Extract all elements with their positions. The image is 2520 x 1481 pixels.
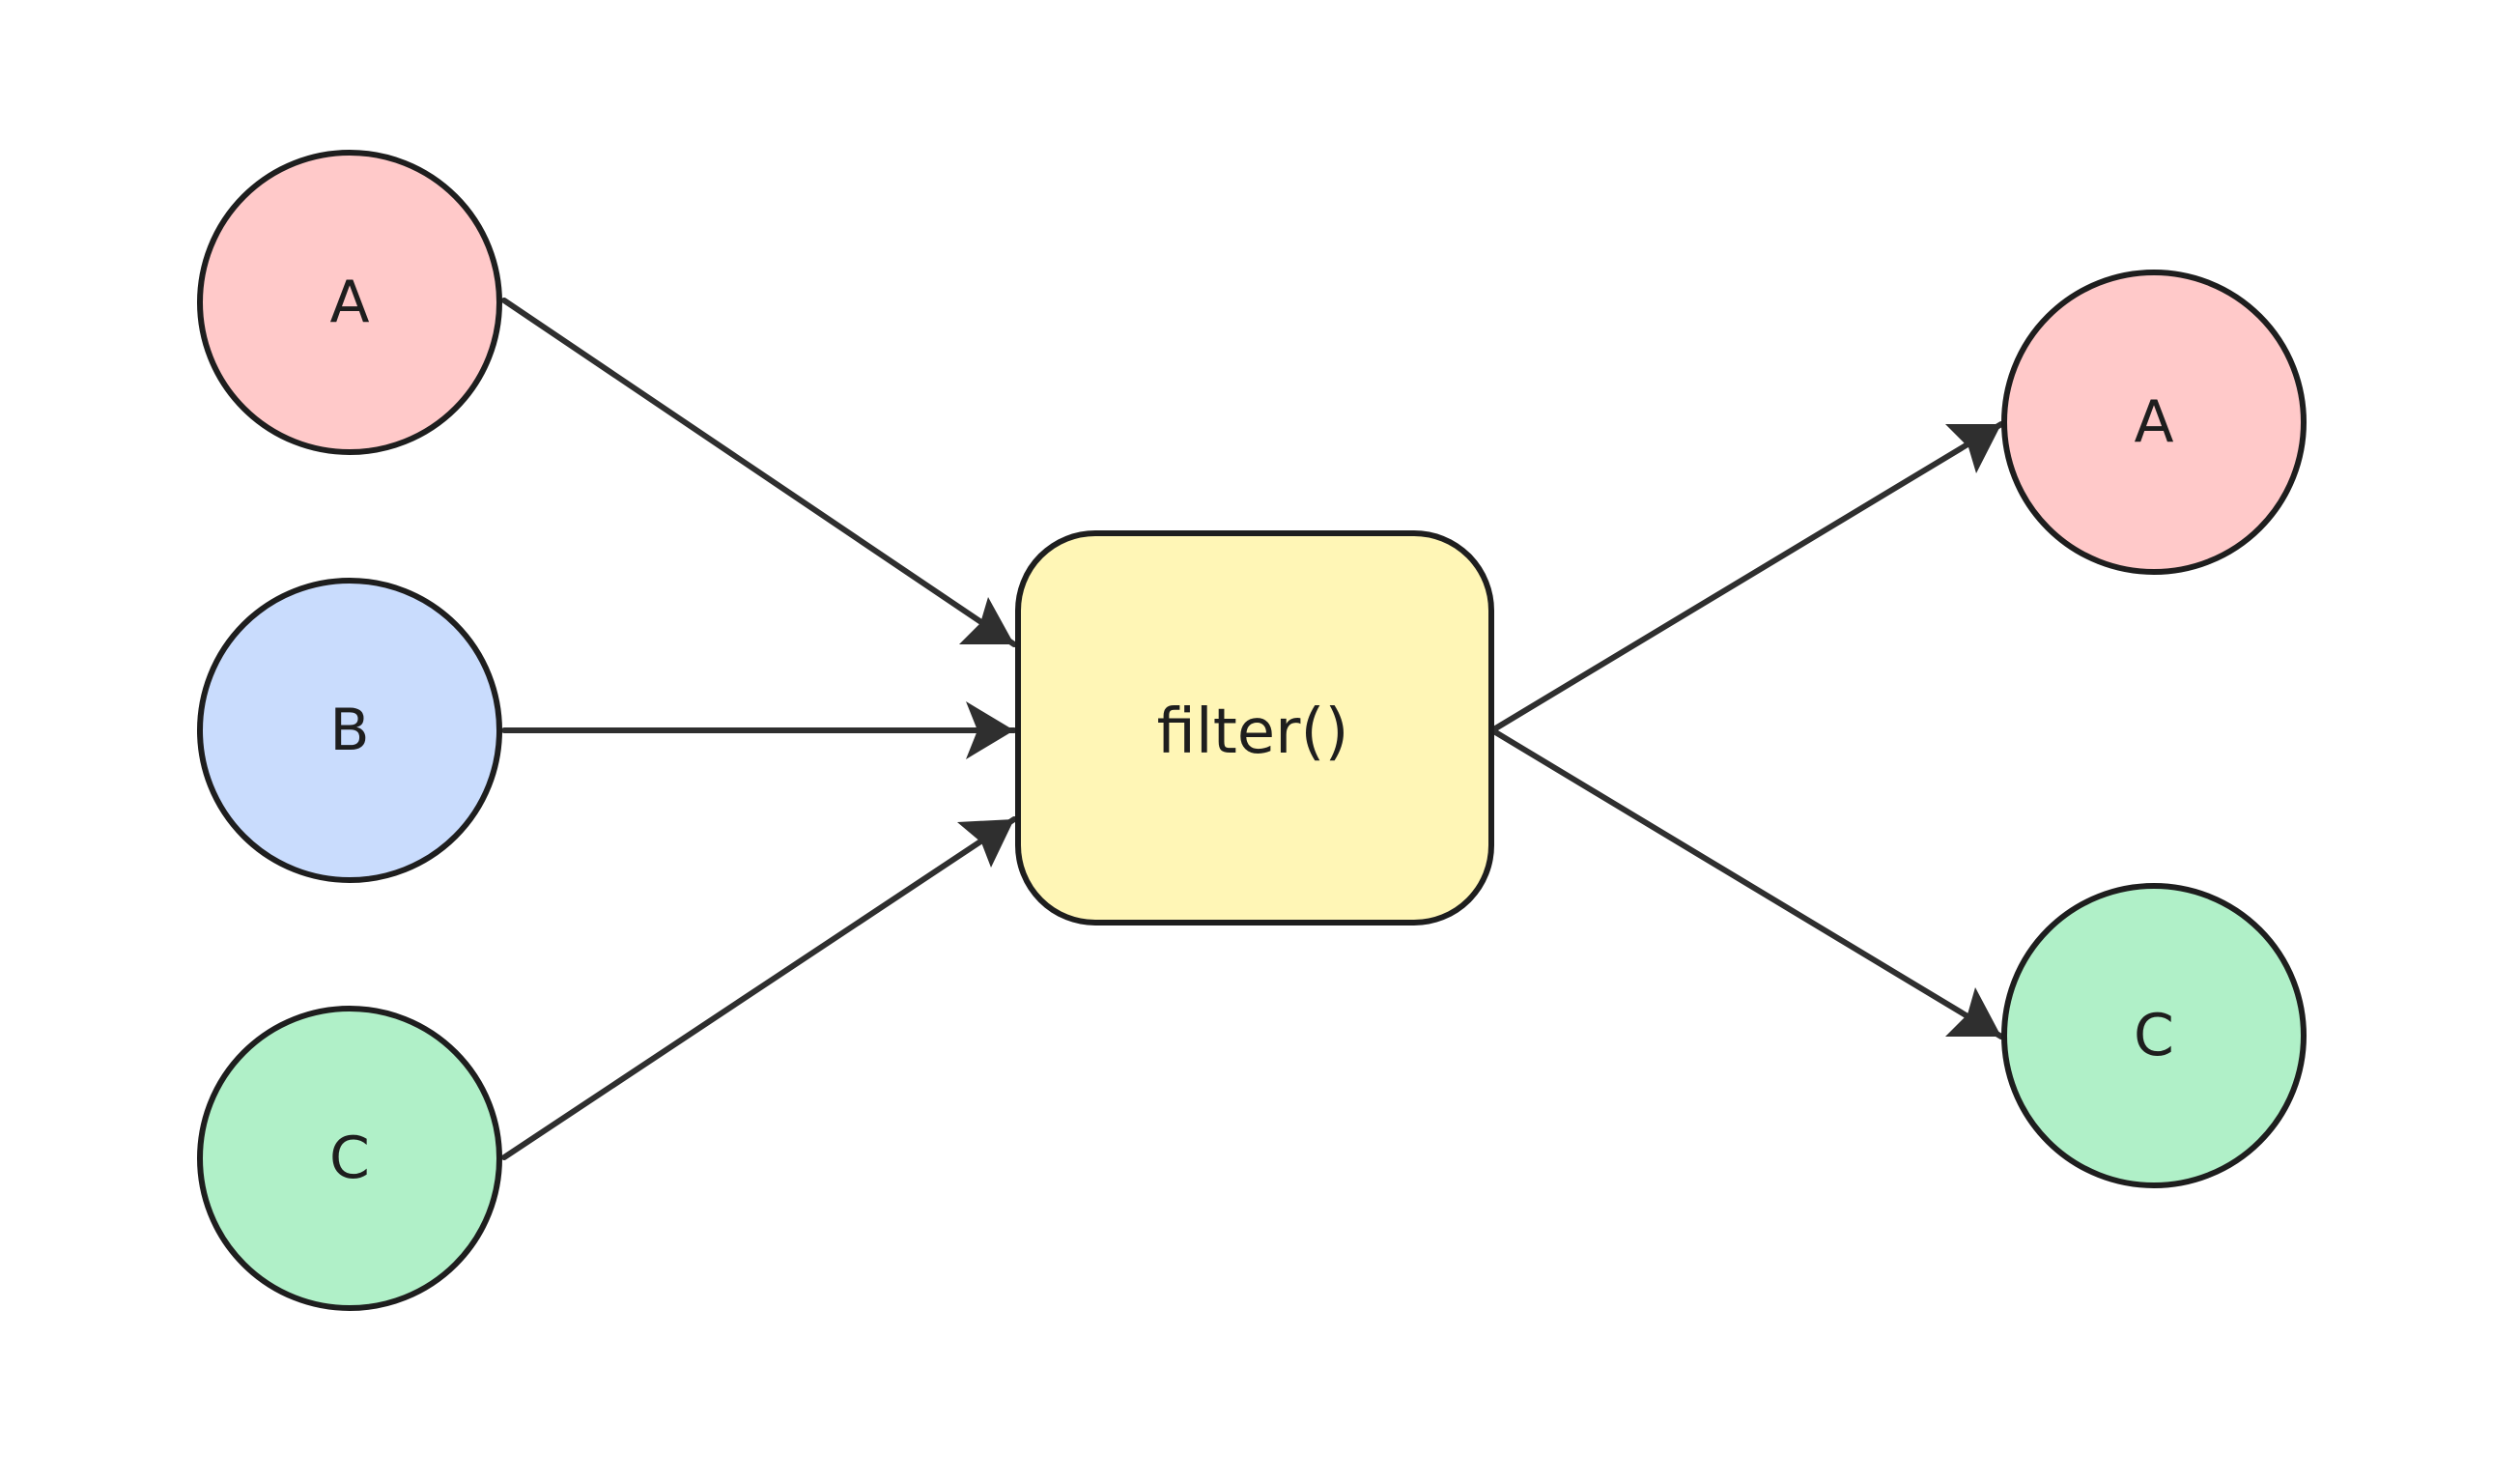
input-node-a-label: A — [329, 269, 369, 336]
input-node-a-circle — [197, 150, 502, 455]
edge-filter-to-output-c — [1489, 727, 2004, 1040]
input-node-c: C — [197, 1006, 502, 1311]
input-node-c-circle — [197, 1006, 502, 1311]
arrowhead-output-c — [1945, 987, 2001, 1037]
input-node-a: A — [197, 150, 502, 455]
filter-box-label: filter() — [1157, 697, 1349, 768]
edge-input-a-to-filter — [501, 298, 1017, 647]
input-node-b: B — [197, 578, 502, 883]
arrowhead-input-b — [966, 701, 1014, 759]
output-node-a-circle — [2001, 270, 2307, 575]
arrowhead-output-a — [1945, 424, 2001, 473]
input-node-b-label: B — [329, 697, 369, 764]
input-node-c-label: C — [329, 1125, 370, 1192]
filter-process-box: filter() — [1015, 530, 1494, 926]
output-node-c-circle — [2001, 883, 2307, 1188]
output-node-a: A — [2001, 270, 2307, 575]
output-node-c: C — [2001, 883, 2307, 1188]
output-node-a-label: A — [2134, 388, 2173, 456]
edge-filter-to-output-a — [1489, 421, 2004, 733]
edge-input-c-to-filter — [501, 816, 1017, 1160]
edges — [501, 298, 2004, 1160]
arrowhead-input-a — [959, 597, 1014, 644]
output-node-c-label: C — [2134, 1002, 2174, 1069]
arrowhead-input-c — [957, 819, 1014, 868]
filter-box-rect — [1015, 530, 1494, 926]
input-node-b-circle — [197, 578, 502, 883]
